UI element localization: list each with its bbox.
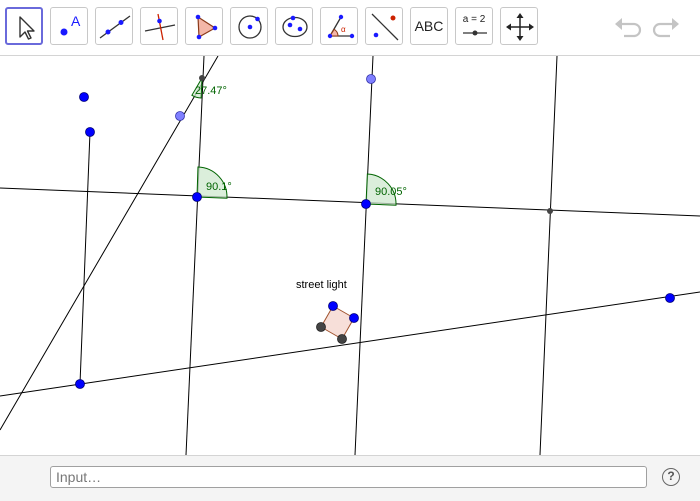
lower-line[interactable] bbox=[0, 291, 700, 397]
algebra-input-field[interactable] bbox=[50, 466, 647, 488]
free-point[interactable] bbox=[79, 92, 89, 102]
reflect-about-line-icon bbox=[371, 13, 399, 41]
polygon-vertex[interactable] bbox=[337, 334, 347, 344]
diagonal-line[interactable] bbox=[0, 55, 219, 431]
angle-sector-acute[interactable] bbox=[191, 77, 203, 99]
text-tool-button[interactable]: ABC bbox=[410, 7, 448, 45]
polygon-icon bbox=[195, 14, 218, 40]
circle-tool-button[interactable] bbox=[230, 7, 268, 45]
redo-button[interactable] bbox=[650, 12, 682, 42]
vertical-line-3[interactable] bbox=[539, 55, 558, 456]
move-graphics-view-tool-button[interactable] bbox=[500, 7, 538, 45]
circle-with-center-icon bbox=[238, 15, 262, 39]
vertical-line-1[interactable] bbox=[185, 55, 205, 456]
point-with-label-icon: A bbox=[60, 13, 81, 36]
reflect-tool-button[interactable] bbox=[365, 7, 403, 45]
angle-icon: α bbox=[327, 14, 355, 39]
vertical-line-2[interactable] bbox=[354, 55, 374, 456]
undo-button[interactable] bbox=[612, 12, 644, 42]
polygon-label[interactable]: street light bbox=[296, 279, 347, 291]
line-through-points-icon bbox=[99, 15, 131, 39]
horizontal-line[interactable] bbox=[0, 187, 700, 217]
angle-label-top[interactable]: 27.47° bbox=[195, 85, 227, 97]
free-point[interactable] bbox=[192, 192, 202, 202]
intersection-point[interactable] bbox=[547, 208, 553, 214]
angle-sector-right-angle-left[interactable] bbox=[196, 166, 228, 199]
slider-tool-label: a = 2 bbox=[462, 14, 486, 25]
point-tool-button[interactable]: A bbox=[50, 7, 88, 45]
perpendicular-line-icon bbox=[144, 13, 176, 41]
polygon-vertex[interactable] bbox=[316, 322, 326, 332]
free-point[interactable] bbox=[75, 379, 85, 389]
slider-tool-button[interactable]: a = 2 bbox=[455, 7, 493, 45]
svg-text:A: A bbox=[71, 13, 81, 29]
geometry-canvas[interactable]: 27.47° 90.1° 90.05° street light bbox=[0, 55, 700, 456]
free-point[interactable] bbox=[361, 199, 371, 209]
polygon-vertex[interactable] bbox=[349, 313, 359, 323]
perpendicular-line-tool-button[interactable] bbox=[140, 7, 178, 45]
ellipse-icon bbox=[282, 15, 308, 38]
intersection-point[interactable] bbox=[199, 75, 205, 81]
angle-label-right[interactable]: 90.05° bbox=[375, 186, 407, 198]
angle-sector-right-angle-right[interactable] bbox=[365, 173, 397, 206]
line-tool-button[interactable] bbox=[95, 7, 133, 45]
angle-tool-button[interactable]: α bbox=[320, 7, 358, 45]
svg-text:α: α bbox=[341, 25, 346, 34]
angle-label-left[interactable]: 90.1° bbox=[206, 181, 232, 193]
street-light-polygon[interactable] bbox=[320, 305, 355, 340]
free-point[interactable] bbox=[85, 127, 95, 137]
move-tool-button[interactable] bbox=[5, 7, 43, 45]
input-bar: ? bbox=[0, 455, 700, 501]
polygon-vertex[interactable] bbox=[328, 301, 338, 311]
text-tool-label: ABC bbox=[414, 18, 444, 34]
help-button[interactable]: ? bbox=[662, 468, 680, 486]
toolbar: A bbox=[0, 0, 700, 56]
move-arrows-icon bbox=[506, 13, 534, 41]
dependent-point[interactable] bbox=[175, 111, 185, 121]
conic-tool-button[interactable] bbox=[275, 7, 313, 45]
undo-icon bbox=[615, 18, 642, 38]
graphics-view[interactable]: 27.47° 90.1° 90.05° street light bbox=[0, 55, 700, 456]
left-vertical-line[interactable] bbox=[79, 131, 91, 385]
slider-icon bbox=[463, 30, 487, 36]
dependent-point[interactable] bbox=[366, 74, 376, 84]
free-point[interactable] bbox=[665, 293, 675, 303]
cursor-arrow-icon bbox=[19, 16, 35, 40]
redo-icon bbox=[652, 18, 679, 38]
polygon-tool-button[interactable] bbox=[185, 7, 223, 45]
